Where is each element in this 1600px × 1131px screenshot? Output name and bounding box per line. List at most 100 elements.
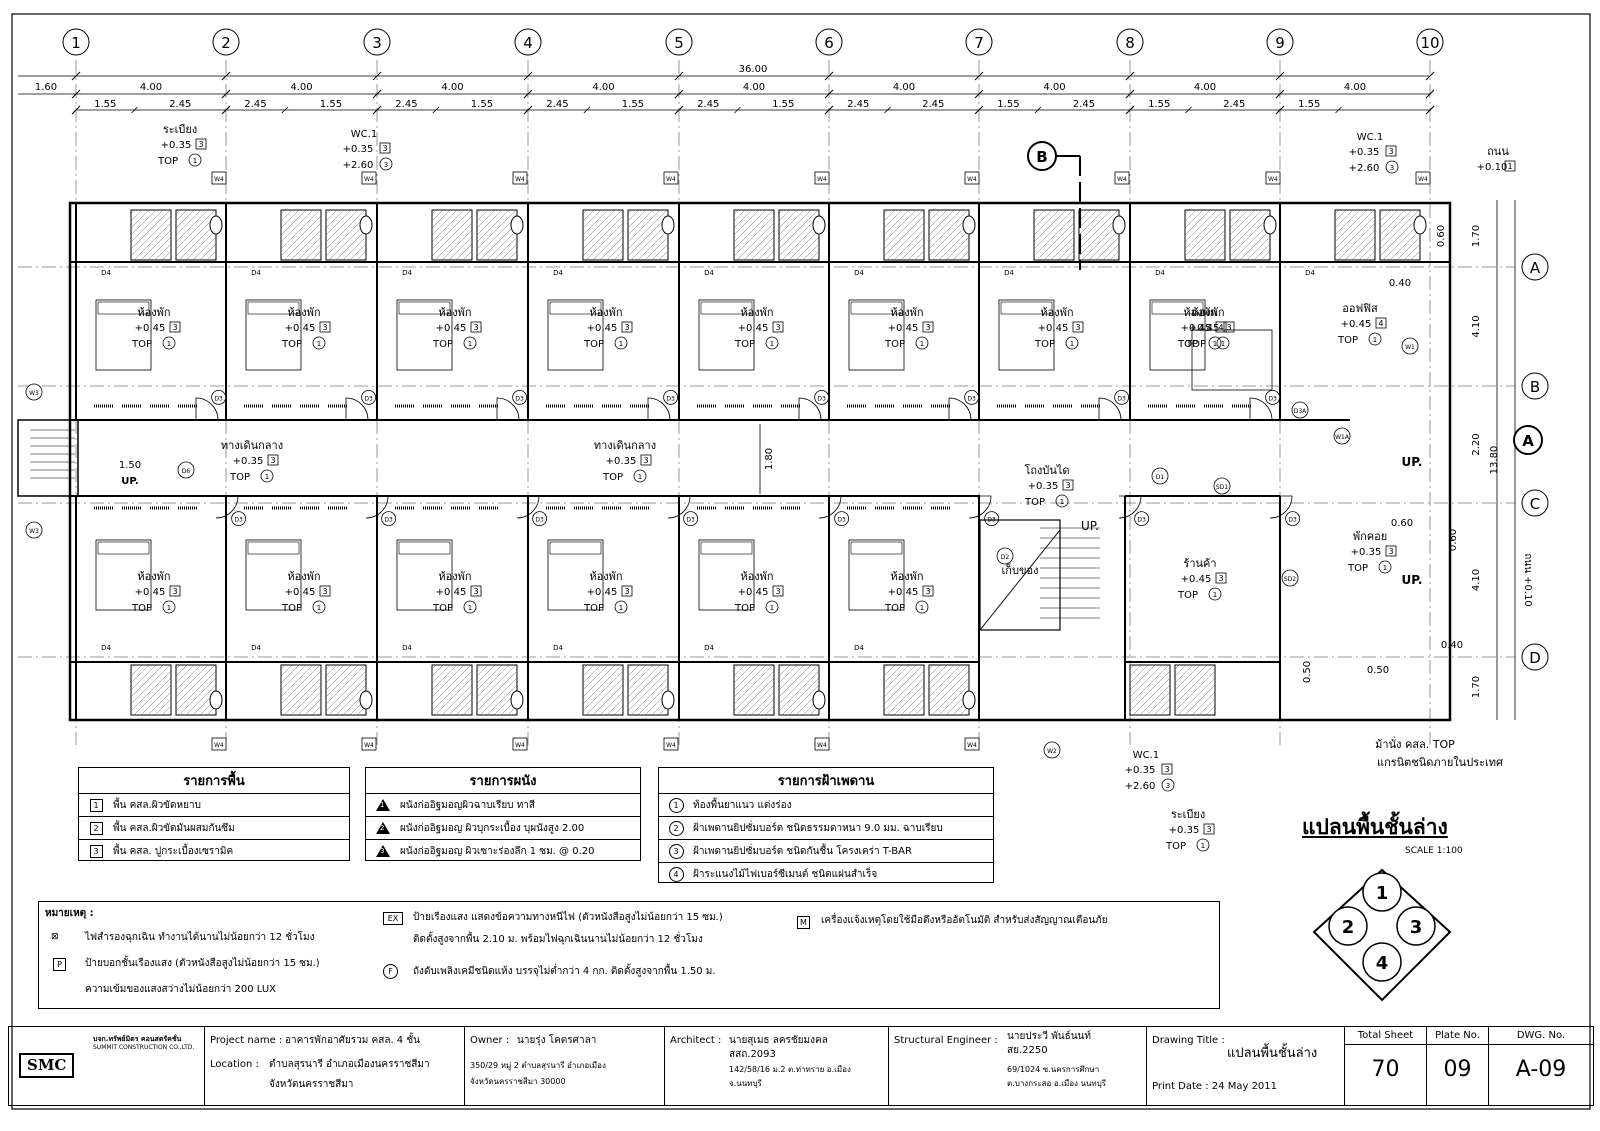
dim-tick <box>222 106 230 114</box>
bathroom <box>627 664 669 716</box>
bathroom <box>431 209 473 261</box>
ceiling-legend-symbol: 4 <box>659 866 693 882</box>
tile-hatch <box>582 215 624 257</box>
company-logo: SMC <box>19 1053 75 1079</box>
bathroom-wall <box>431 664 473 716</box>
note-exit-sign-2: ติดตั้งสูงจากพื้น 2.10 ม. พร้อมไฟฉุกเฉิน… <box>413 934 703 945</box>
tile-hatch <box>1129 664 1135 670</box>
tile-hatch <box>883 664 903 684</box>
bathroom <box>928 664 970 716</box>
tile-hatch <box>431 209 437 215</box>
bedroom-label-name: ห้องพัก <box>287 306 320 319</box>
bedroom-label-ceiling-circle <box>463 600 477 614</box>
bedroom-label-ceiling-circle <box>463 336 477 350</box>
dim-tick <box>221 89 231 99</box>
tile-hatch <box>1239 229 1271 261</box>
tile-hatch <box>795 236 820 261</box>
plan-scale: SCALE 1:100 <box>1405 846 1463 856</box>
floor-legend-title: รายการพื้น <box>79 768 349 794</box>
tile-hatch <box>750 691 775 716</box>
bedroom-label-finish-box <box>470 585 482 597</box>
bedroom-label-top: TOP <box>583 339 604 350</box>
door-swing <box>667 495 691 519</box>
tile-hatch <box>928 209 934 215</box>
grid-label-row: C <box>1530 495 1540 513</box>
door-window-tag <box>1213 477 1231 495</box>
tile-hatch <box>178 222 217 261</box>
bathroom <box>1033 209 1075 261</box>
bathroom-wall <box>1078 209 1120 261</box>
wall-legend-title: รายการผนัง <box>366 768 640 794</box>
tile-hatch <box>175 209 195 229</box>
tile-hatch <box>280 664 300 684</box>
tile-hatch <box>733 209 760 236</box>
total-sheet: 70 <box>1371 1057 1400 1082</box>
tile-hatch <box>1379 209 1420 250</box>
tile-hatch <box>325 209 338 222</box>
tb-structural: Structural Engineer : นายประวี พันธ์นนท์… <box>889 1027 1147 1105</box>
tile-hatch <box>280 209 300 229</box>
note-emergency-light: ไฟสำรองฉุกเฉิน ทำงานได้นานไม่น้อยกว่า 12… <box>85 932 315 943</box>
bedroom-label-finish: 3 <box>624 323 629 332</box>
tile-hatch <box>199 243 217 261</box>
dim-sub: 2.45 <box>697 99 719 110</box>
tile-hatch <box>431 209 458 236</box>
bench-note-1: ม้านั่ง คสล. TOP <box>1375 736 1455 751</box>
door-tag-d4: D4 <box>854 269 864 277</box>
tile-hatch <box>778 215 820 257</box>
window-tag-w4-label: W4 <box>214 176 224 183</box>
tile-hatch <box>886 677 925 716</box>
tile-hatch <box>788 229 820 261</box>
toilet-icon <box>661 690 675 710</box>
wc-label-top-right-finish: 3 <box>1388 147 1393 156</box>
tile-hatch <box>431 209 444 222</box>
window-tag-w4 <box>211 171 227 185</box>
section-mark-b-label: B <box>1036 148 1047 166</box>
bed-icon <box>95 539 152 611</box>
bedroom-label-finish: 3 <box>473 587 478 596</box>
door-tag-d4: D4 <box>402 644 412 652</box>
tile-hatch <box>325 215 367 257</box>
grid-label-col: 9 <box>1275 34 1285 52</box>
bathroom <box>1334 209 1376 261</box>
tile-hatch <box>613 250 624 261</box>
project-label: Project name : <box>210 1035 283 1046</box>
rest-label-ceiling: 1 <box>1383 564 1387 572</box>
tile-hatch <box>809 250 820 261</box>
tile-hatch <box>154 698 172 716</box>
tile-hatch <box>907 243 925 261</box>
tile-hatch <box>280 209 307 236</box>
door-tag-label: D3 <box>515 395 524 402</box>
tile-hatch <box>733 209 753 229</box>
window-tag-w4 <box>211 737 227 751</box>
dim-tick <box>675 106 683 114</box>
bedroom-label-finish-box <box>169 321 181 333</box>
door-window-tag <box>1291 401 1309 419</box>
dim-tick <box>372 71 382 81</box>
tile-hatch <box>140 684 172 716</box>
structural-address-2: ต.บางกระสอ อ.เมือง นนทบุรี <box>1007 1079 1107 1088</box>
grid-bubble-col <box>665 28 693 56</box>
tile-hatch <box>1396 236 1421 261</box>
window-tag-w4-label: W4 <box>817 176 827 183</box>
tile-hatch <box>318 712 322 716</box>
bedroom-label-finish-box <box>319 585 331 597</box>
key-plan-circle <box>1328 906 1368 946</box>
tile-hatch <box>1081 222 1120 261</box>
door-tag-label: D3 <box>234 517 243 524</box>
note-extinguisher: ถังดับเพลิงเคมีชนิดแห้ง บรรจุไม่ต่ำกว่า … <box>413 966 716 977</box>
road-level: +0.10 <box>1477 162 1508 173</box>
window-tag-w4-label: W4 <box>214 742 224 749</box>
tile-hatch <box>606 243 624 261</box>
tile-hatch <box>778 664 791 677</box>
tile-hatch <box>304 698 322 716</box>
bedroom-label-name: ห้องพัก <box>740 570 773 583</box>
door-tag-d4: D4 <box>704 644 714 652</box>
tile-hatch <box>363 257 367 261</box>
bathroom-wall <box>778 209 820 261</box>
tile-hatch <box>1057 243 1075 261</box>
stair-up-label-left: UP. <box>121 476 138 487</box>
bedroom-label-level: +0.45 <box>436 323 467 334</box>
tile-hatch <box>130 664 143 677</box>
